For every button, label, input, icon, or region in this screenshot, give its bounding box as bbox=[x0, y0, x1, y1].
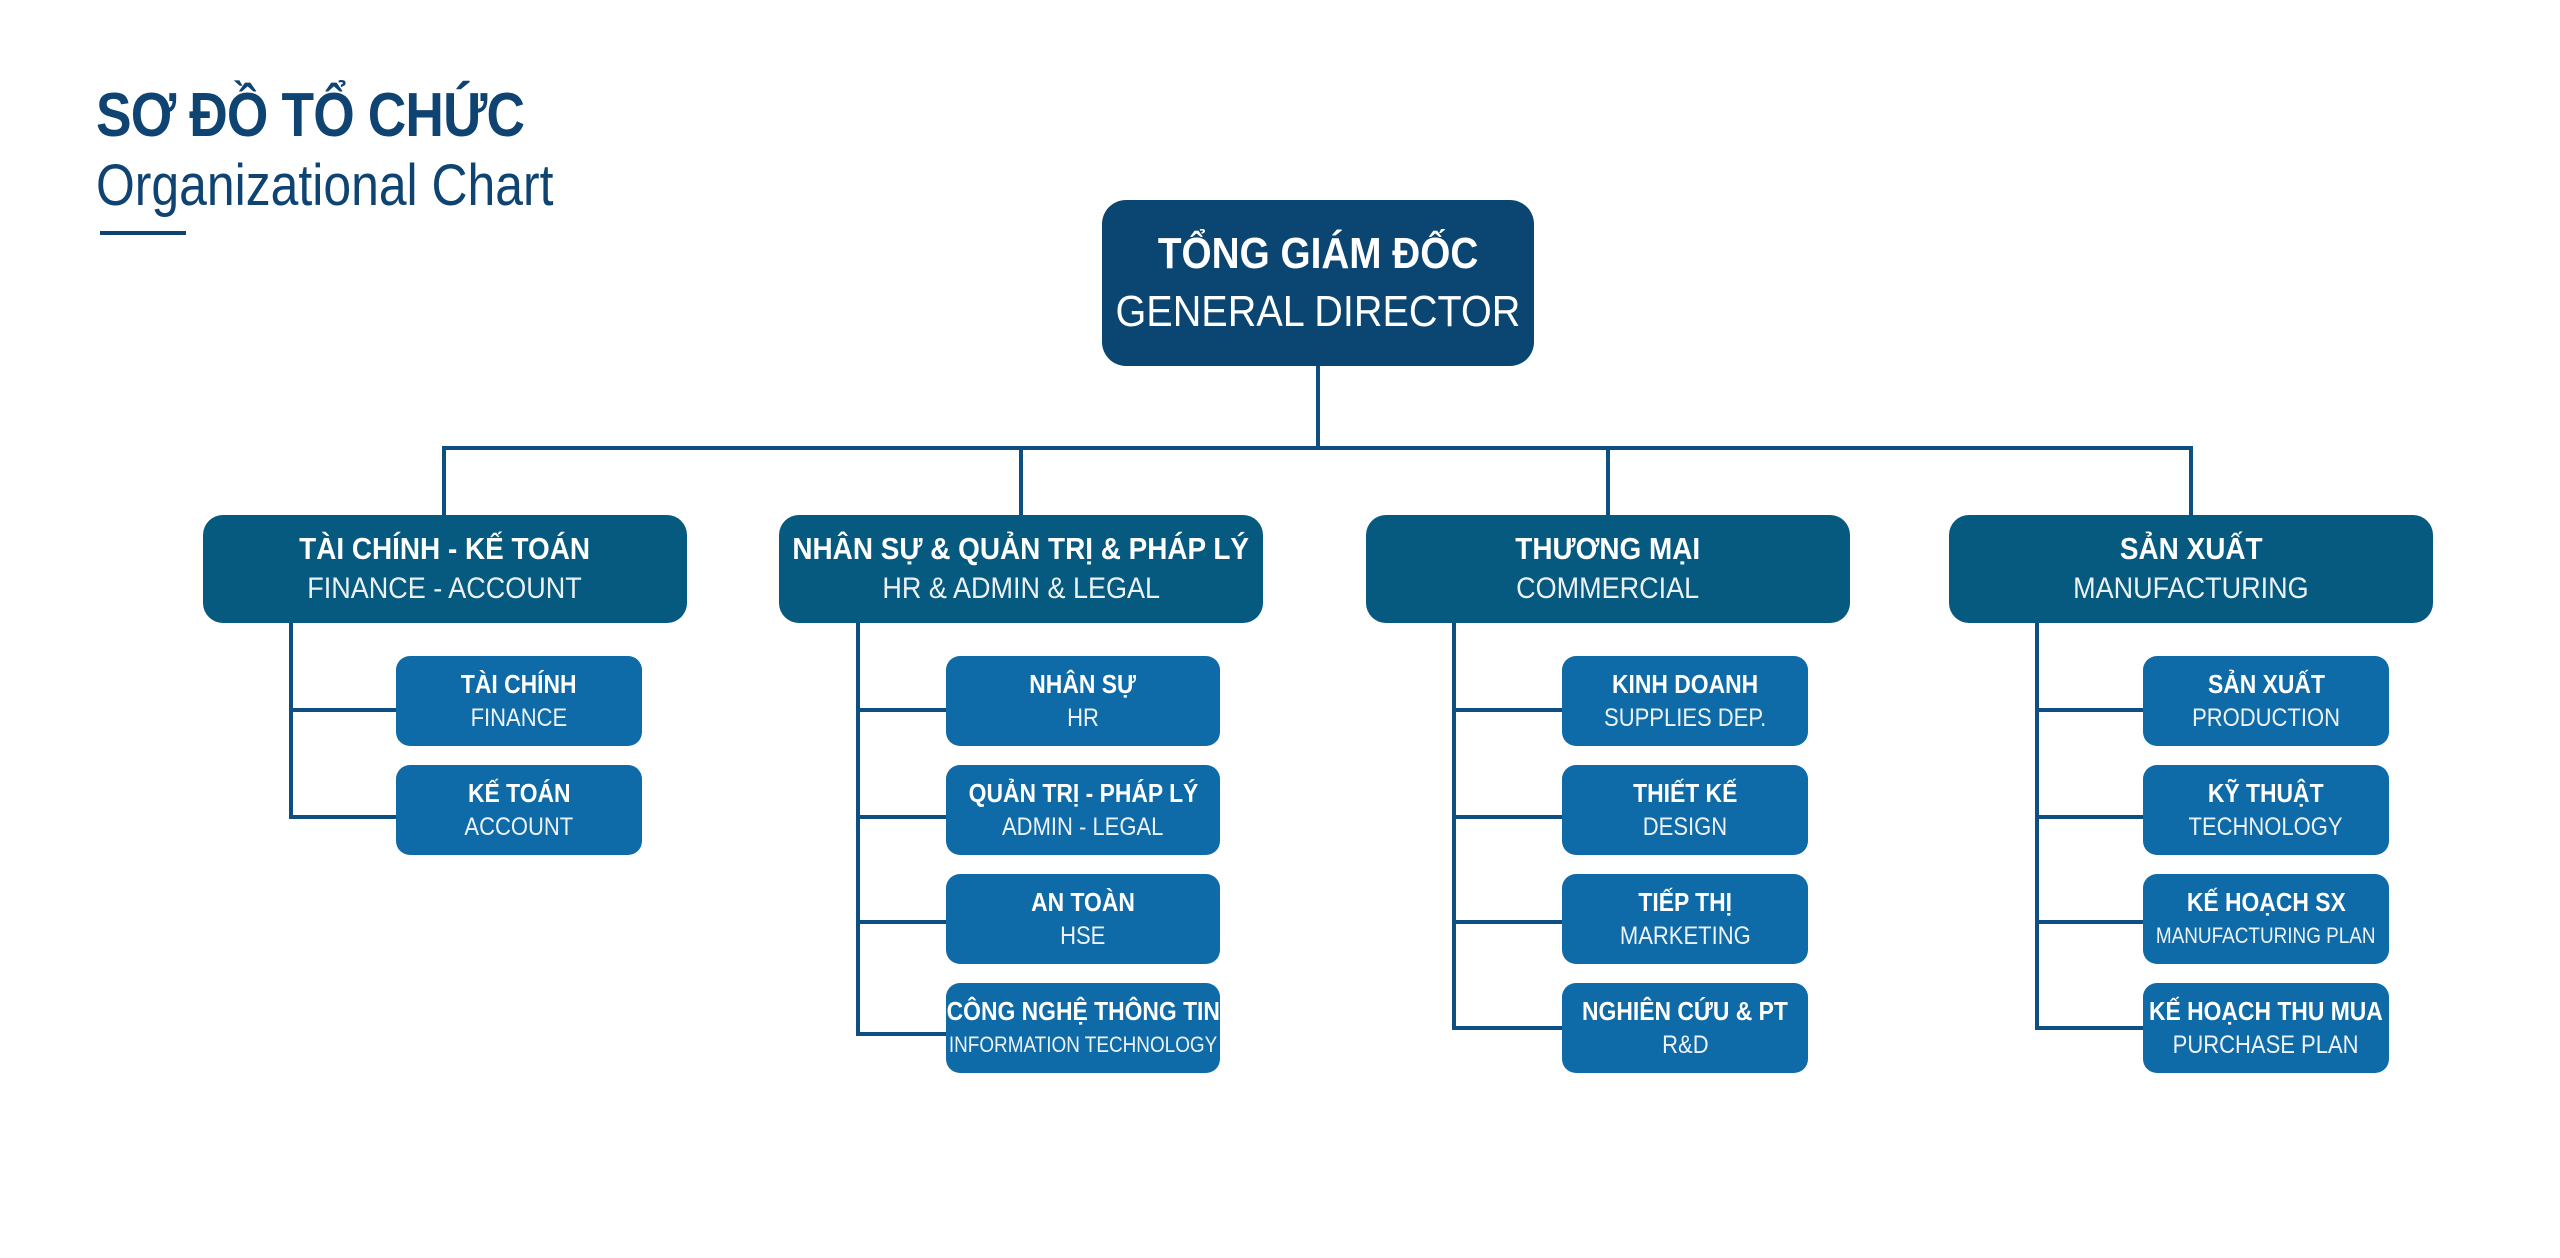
general-director-title-en: GENERAL DIRECTOR bbox=[1115, 287, 1521, 336]
unit-title-vi: SẢN XUẤT bbox=[2207, 669, 2325, 699]
title-underline bbox=[100, 231, 186, 235]
department-manufacturing: SẢN XUẤT MANUFACTURING bbox=[1949, 515, 2433, 623]
unit-title-en: PURCHASE PLAN bbox=[2173, 1031, 2359, 1059]
unit-title-en: MANUFACTURING PLAN bbox=[2156, 923, 2376, 948]
unit-title-vi: THIẾT KẾ bbox=[1632, 778, 1738, 808]
page-subtitle: Organizational Chart bbox=[96, 153, 554, 218]
department-title-vi: THƯƠNG MẠI bbox=[1515, 531, 1701, 566]
department-title-vi: SẢN XUẤT bbox=[2119, 531, 2263, 566]
unit-title-en: MARKETING bbox=[1619, 922, 1751, 950]
unit-title-vi: NHÂN SỰ bbox=[1029, 669, 1137, 699]
unit-title-vi: TÀI CHÍNH bbox=[461, 669, 577, 699]
unit-technology: KỸ THUẬT TECHNOLOGY bbox=[2143, 765, 2389, 855]
unit-title-en: DESIGN bbox=[1642, 813, 1728, 841]
unit-title-en: PRODUCTION bbox=[2192, 704, 2340, 732]
department-title-en: HR & ADMIN & LEGAL bbox=[882, 572, 1160, 605]
department-title-vi: NHÂN SỰ & QUẢN TRỊ & PHÁP LÝ bbox=[792, 531, 1250, 566]
unit-title-vi: KỸ THUẬT bbox=[2208, 778, 2324, 808]
unit-account: KẾ TOÁN ACCOUNT bbox=[396, 765, 642, 855]
unit-title-en: TECHNOLOGY bbox=[2188, 813, 2344, 841]
department-title-en: MANUFACTURING bbox=[2073, 572, 2309, 605]
unit-hse: AN TOÀN HSE bbox=[946, 874, 1220, 964]
unit-title-vi: TIẾP THỊ bbox=[1638, 887, 1732, 917]
department-finance-account: TÀI CHÍNH - KẾ TOÁN FINANCE - ACCOUNT bbox=[203, 515, 687, 623]
unit-marketing: TIẾP THỊ MARKETING bbox=[1562, 874, 1808, 964]
unit-title-en: FINANCE bbox=[470, 704, 568, 732]
unit-title-en: SUPPLIES DEP. bbox=[1603, 704, 1767, 732]
unit-design: THIẾT KẾ DESIGN bbox=[1562, 765, 1808, 855]
page-title: SƠ ĐỒ TỔ CHỨC bbox=[96, 81, 525, 150]
department-title-vi: TÀI CHÍNH - KẾ TOÁN bbox=[299, 531, 591, 566]
unit-title-vi: NGHIÊN CỨU & PT bbox=[1582, 996, 1788, 1026]
unit-title-vi: KẾ HOẠCH SX bbox=[2186, 887, 2346, 917]
unit-title-vi: KẾ HOẠCH THU MUA bbox=[2149, 996, 2383, 1026]
department-title-en: FINANCE - ACCOUNT bbox=[307, 572, 583, 605]
unit-title-en: HSE bbox=[1060, 922, 1106, 950]
general-director-title-vi: TỔNG GIÁM ĐỐC bbox=[1157, 229, 1479, 278]
general-director-box: TỔNG GIÁM ĐỐC GENERAL DIRECTOR bbox=[1102, 200, 1534, 366]
department-commercial: THƯƠNG MẠI COMMERCIAL bbox=[1366, 515, 1850, 623]
unit-title-vi: QUẢN TRỊ - PHÁP LÝ bbox=[968, 778, 1198, 808]
unit-supplies: KINH DOANH SUPPLIES DEP. bbox=[1562, 656, 1808, 746]
department-hr-admin-legal: NHÂN SỰ & QUẢN TRỊ & PHÁP LÝ HR & ADMIN … bbox=[779, 515, 1263, 623]
unit-title-vi: CÔNG NGHỆ THÔNG TIN bbox=[946, 996, 1220, 1026]
unit-title-vi: KẾ TOÁN bbox=[467, 778, 571, 808]
department-title-en: COMMERCIAL bbox=[1516, 572, 1700, 605]
unit-title-en: ADMIN - LEGAL bbox=[1002, 813, 1164, 841]
unit-title-en: R&D bbox=[1661, 1031, 1709, 1059]
unit-hr: NHÂN SỰ HR bbox=[946, 656, 1220, 746]
unit-finance: TÀI CHÍNH FINANCE bbox=[396, 656, 642, 746]
unit-information-technology: CÔNG NGHỆ THÔNG TIN INFORMATION TECHNOLO… bbox=[946, 983, 1220, 1073]
unit-purchase-plan: KẾ HOẠCH THU MUA PURCHASE PLAN bbox=[2143, 983, 2389, 1073]
unit-title-en: HR bbox=[1067, 704, 1099, 732]
unit-title-en: INFORMATION TECHNOLOGY bbox=[948, 1032, 1218, 1057]
unit-rnd: NGHIÊN CỨU & PT R&D bbox=[1562, 983, 1808, 1073]
unit-production: SẢN XUẤT PRODUCTION bbox=[2143, 656, 2389, 746]
unit-manufacturing-plan: KẾ HOẠCH SX MANUFACTURING PLAN bbox=[2143, 874, 2389, 964]
unit-admin-legal: QUẢN TRỊ - PHÁP LÝ ADMIN - LEGAL bbox=[946, 765, 1220, 855]
unit-title-vi: AN TOÀN bbox=[1031, 887, 1135, 917]
unit-title-vi: KINH DOANH bbox=[1611, 669, 1759, 699]
unit-title-en: ACCOUNT bbox=[464, 813, 574, 841]
